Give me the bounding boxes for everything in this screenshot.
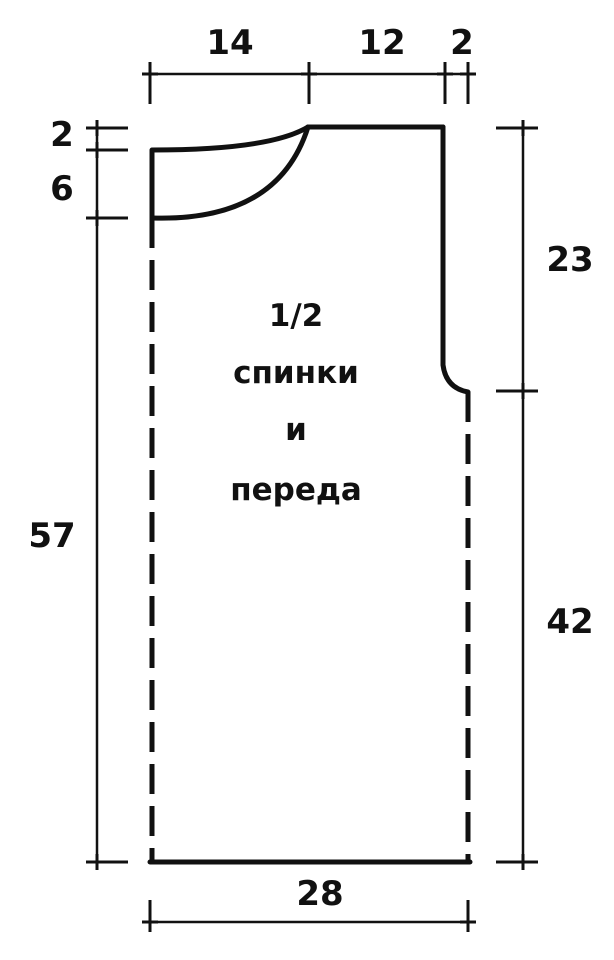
title-line-4: переда xyxy=(230,472,362,508)
top-neck-width-label: 14 xyxy=(206,23,253,63)
bottom-width-label: 28 xyxy=(296,874,343,914)
left-neck-drop-front-label: 6 xyxy=(50,169,74,209)
title-line-1: 1/2 xyxy=(269,298,323,334)
title-line-2: спинки xyxy=(233,355,359,391)
left-total-length-label: 57 xyxy=(28,516,75,556)
top-dimension: 14 12 2 xyxy=(142,23,476,104)
right-side-length-label: 42 xyxy=(546,602,593,642)
top-armhole-width-label: 2 xyxy=(450,23,474,63)
pattern-title: 1/2 спинки и переда xyxy=(230,298,362,508)
top-shoulder-width-label: 12 xyxy=(358,23,405,63)
left-neck-drop-top-label: 2 xyxy=(50,115,74,155)
back-neckline-curve xyxy=(149,124,311,221)
armhole-curve xyxy=(440,124,471,395)
title-line-3: и xyxy=(285,412,307,448)
left-dimension: 2 6 57 xyxy=(28,115,128,870)
front-neckline-curve xyxy=(149,124,311,221)
garment-outline xyxy=(147,124,473,865)
bottom-dimension: 28 xyxy=(142,874,476,932)
right-dimension: 23 42 xyxy=(496,120,594,870)
right-armhole-height-label: 23 xyxy=(546,240,593,280)
